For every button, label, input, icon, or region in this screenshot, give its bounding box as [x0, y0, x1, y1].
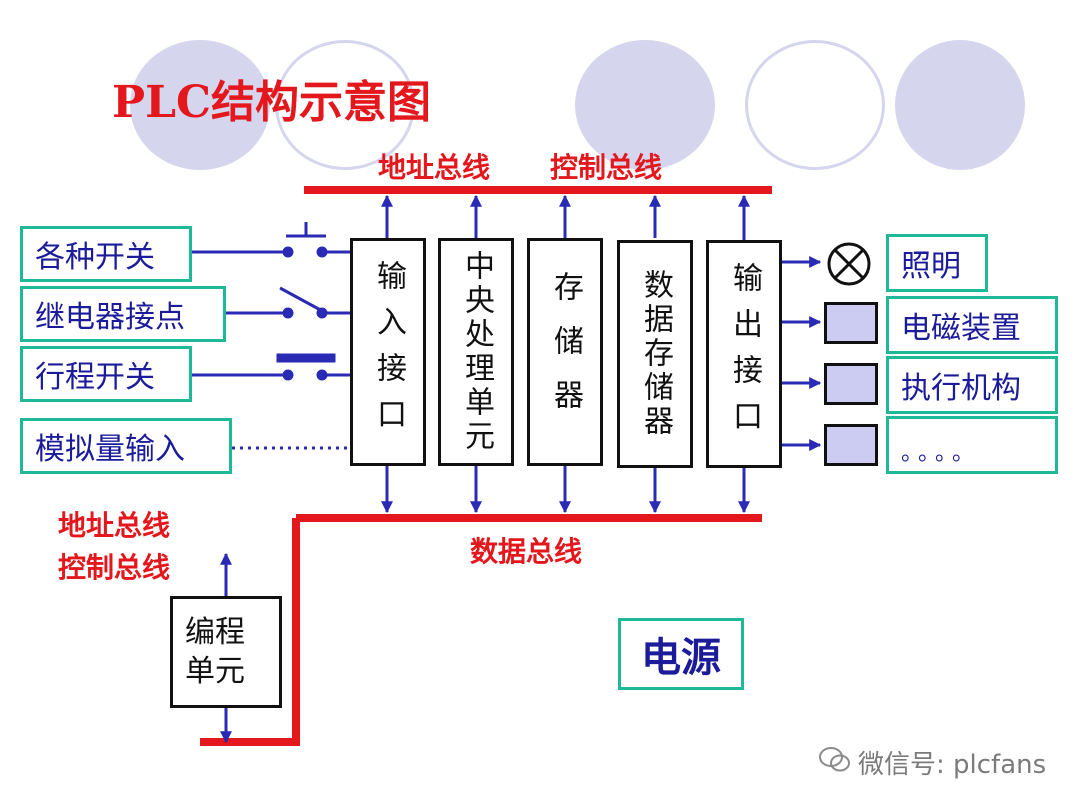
module-output-interface: 输出接口 [706, 240, 782, 468]
actuator-square [824, 424, 878, 466]
module-memory: 存储器 [527, 238, 603, 466]
push-button-switch [282, 222, 328, 258]
input-wires [192, 250, 350, 377]
top-control-bus-label: 控制总线 [550, 151, 663, 184]
input-box-analog-input: 模拟量输入 [20, 418, 232, 474]
programming-unit-box: 编程 单元 [170, 596, 282, 708]
data-bus-label: 数据总线 [470, 535, 583, 568]
left-control-bus-label: 控制总线 [58, 551, 171, 584]
output-arrows [782, 256, 822, 451]
input-box-relay-contacts: 继电器接点 [20, 286, 226, 342]
down-arrows [381, 466, 750, 514]
module-input-interface: 输入接口 [350, 238, 426, 466]
module-data-memory: 数据存储器 [617, 240, 693, 468]
wechat-icon [818, 744, 852, 780]
module-cpu: 中央处理单元 [438, 238, 514, 466]
actuator-square [824, 302, 878, 344]
input-box-switches: 各种开关 [20, 226, 192, 282]
power-box: 电源 [618, 618, 744, 690]
left-address-bus-label: 地址总线 [58, 509, 171, 542]
page-title: PLC结构示意图 [112, 77, 432, 128]
top-address-bus-label: 地址总线 [378, 151, 491, 184]
limit-switch [276, 353, 336, 381]
decor-circle [895, 40, 1025, 170]
output-box-solenoid: 电磁装置 [886, 296, 1058, 354]
relay-contact-switch [279, 286, 328, 319]
watermark: 微信号: plcfans [858, 750, 1047, 780]
lamp-icon [827, 242, 871, 286]
input-box-limit-switches: 行程开关 [20, 346, 192, 402]
decor-circle [575, 40, 715, 170]
output-box-lighting: 照明 [886, 234, 988, 292]
decor-circle [745, 40, 885, 170]
decor-circle [130, 40, 270, 170]
output-box-etc: 。。。。 [886, 416, 1058, 474]
up-arrows [381, 194, 750, 240]
output-box-actuator: 执行机构 [886, 356, 1058, 414]
decor-circle [275, 40, 415, 170]
actuator-square [824, 363, 878, 405]
